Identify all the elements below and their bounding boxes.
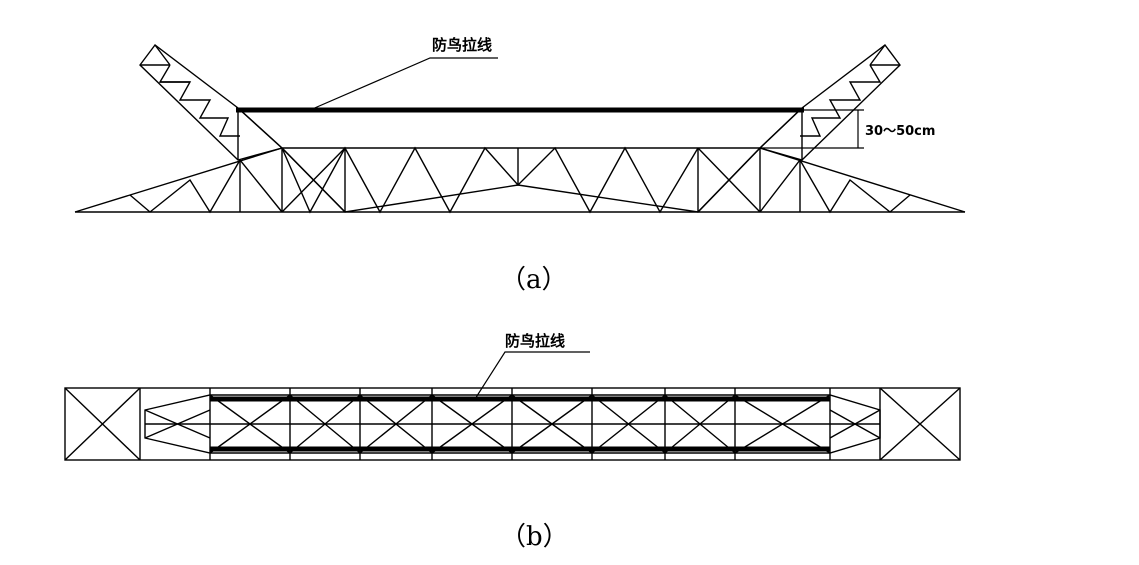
figure-b-caption: （b） <box>500 522 569 552</box>
figure-b-wire-label: 防鸟拉线 <box>505 332 565 350</box>
figure-a-elevation <box>74 44 966 214</box>
figure-a-bird-wire <box>236 57 804 113</box>
figure-b-plan <box>64 387 961 461</box>
figure-a-dimension-label: 30～50cm <box>865 124 935 139</box>
figure-a-wire-label: 防鸟拉线 <box>432 36 492 54</box>
figure-a-caption: （a） <box>500 265 568 295</box>
figure-a-dimension <box>760 109 864 149</box>
figure-b-bird-wires <box>210 351 830 452</box>
